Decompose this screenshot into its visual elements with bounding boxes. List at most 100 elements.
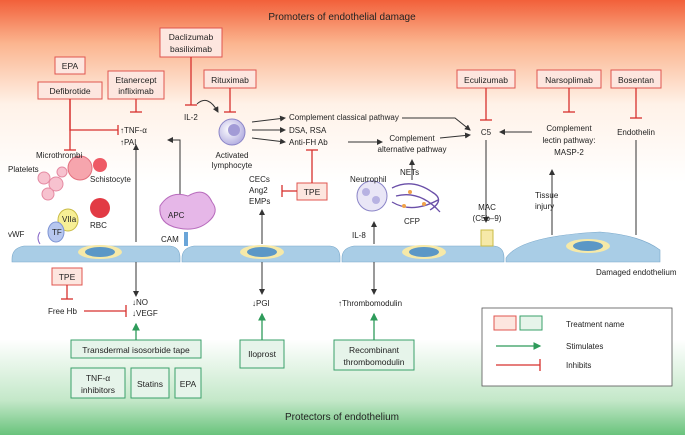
label-mac: MAC bbox=[478, 203, 496, 212]
nucleus bbox=[85, 247, 115, 257]
treatment-label-inhibitors: inhibitors bbox=[81, 385, 115, 395]
label-il2: IL-2 bbox=[184, 113, 198, 122]
legend-treatment-name: Treatment name bbox=[566, 320, 625, 329]
cfp-dots bbox=[402, 190, 426, 208]
label-injury: injury bbox=[535, 202, 554, 211]
tissue-factor bbox=[47, 221, 65, 243]
treatment-label-basiliximab: basiliximab bbox=[170, 44, 212, 54]
treatment-box-iloprost bbox=[239, 339, 285, 369]
label-schistocyte: Schistocyte bbox=[90, 175, 131, 184]
treatment-label-tpe-mid: TPE bbox=[304, 187, 321, 197]
label-endothelin: Endothelin bbox=[617, 128, 655, 137]
treatment-label-statins: Statins bbox=[137, 379, 163, 389]
bottom-treatments: Transdermal isosorbide tape TNF-α inhibi… bbox=[70, 339, 415, 399]
treatment-label-narsoplimab: Narsoplimab bbox=[545, 75, 593, 85]
illustrations bbox=[37, 118, 494, 247]
label-vegf: ↓VEGF bbox=[132, 309, 158, 318]
nucleus bbox=[573, 241, 603, 251]
arrow-lymph-classical bbox=[251, 115, 286, 123]
label-nets: NETs bbox=[400, 168, 419, 177]
treatment-label-daclizumab: Daclizumab bbox=[169, 32, 214, 42]
treatment-label-etanercept: Etanercept bbox=[115, 75, 157, 85]
treatment-box-tnf-inhibitors bbox=[70, 367, 126, 399]
label-platelets: Platelets bbox=[8, 165, 39, 174]
treatment-label-tpe-low: TPE bbox=[59, 272, 76, 282]
treatment-label-rituximab: Rituximab bbox=[211, 75, 249, 85]
legend-stimulates: Stimulates bbox=[566, 342, 603, 351]
label-cam: CAM bbox=[161, 235, 179, 244]
treatment-box-thrombomodulin bbox=[333, 339, 415, 371]
label-damaged-endothelium: Damaged endothelium bbox=[596, 268, 677, 277]
treatment-box-epa-low bbox=[174, 367, 202, 399]
treatment-box-statins bbox=[130, 367, 170, 399]
diagram-labels: ↑TNF-α ↑PAI IL-2 Activated lymphocyte Co… bbox=[8, 113, 677, 318]
label-free-hb: Free Hb bbox=[48, 307, 77, 316]
arrow-il2-loop bbox=[196, 99, 219, 113]
endothelium-layer bbox=[11, 231, 661, 263]
label-masp2: MASP-2 bbox=[554, 148, 584, 157]
arrow-alternative-c5 bbox=[439, 132, 471, 139]
factor-viia bbox=[57, 208, 79, 232]
platelet-cluster bbox=[37, 166, 68, 201]
label-classical: Complement classical pathway bbox=[289, 113, 399, 122]
label-tissue: Tissue bbox=[535, 191, 559, 200]
treatment-label-infliximab: infliximab bbox=[118, 86, 154, 96]
label-pai: ↑PAI bbox=[120, 138, 136, 147]
neutrophil bbox=[356, 180, 388, 212]
arrow-apc-tnf bbox=[167, 137, 181, 215]
arrow-classical-c5 bbox=[402, 117, 471, 131]
top-treatments: EPA Defibrotide Etanercept infliximab Da… bbox=[37, 27, 662, 286]
label-lectin-pathway: lectin pathway: bbox=[543, 136, 596, 145]
label-viia: VIIa bbox=[62, 215, 77, 224]
label-antifh: Anti-FH Ab bbox=[289, 138, 328, 147]
inhibit-lines bbox=[61, 57, 642, 317]
label-cecs: CECs bbox=[249, 175, 270, 184]
nets-fibers bbox=[391, 183, 441, 213]
legend-inhibits: Inhibits bbox=[566, 361, 591, 370]
label-thrombomodulin-up: ↑Thrombomodulin bbox=[338, 299, 402, 308]
label-c5b9: (C5b–9) bbox=[473, 214, 502, 223]
label-lymphocyte: lymphocyte bbox=[212, 161, 253, 170]
treatment-label-thrombomodulin: thrombomodulin bbox=[344, 357, 405, 367]
label-complement-alt: Complement bbox=[389, 134, 435, 143]
legend-swatch-red bbox=[493, 315, 517, 331]
treatment-label-defibrotide: Defibrotide bbox=[49, 86, 90, 96]
label-emps: EMPs bbox=[249, 197, 270, 206]
label-pgi: ↓PGI bbox=[252, 299, 270, 308]
microthrombi bbox=[67, 155, 93, 181]
neutrophil-lobe bbox=[362, 188, 370, 196]
arrow-lymph-antifh bbox=[251, 137, 286, 145]
label-complement-lectin: Complement bbox=[546, 124, 592, 133]
stimulate-arrows bbox=[132, 312, 378, 340]
label-activated: Activated bbox=[216, 151, 249, 160]
lymphocyte-nucleus bbox=[228, 124, 240, 136]
treatment-label-eculizumab: Eculizumab bbox=[464, 75, 508, 85]
label-tnf: ↑TNF-α bbox=[120, 126, 147, 135]
label-il8: IL-8 bbox=[352, 231, 366, 240]
treatment-label-recombinant: Recombinant bbox=[349, 345, 400, 355]
treatment-box-epa bbox=[54, 56, 86, 75]
rbc bbox=[90, 198, 110, 218]
treatment-label-tnf: TNF-α bbox=[86, 373, 110, 383]
nucleus bbox=[409, 247, 439, 257]
mac-complex bbox=[480, 229, 494, 247]
neutrophil-lobe bbox=[372, 196, 380, 204]
header-title: Promoters of endothelial damage bbox=[268, 12, 416, 23]
vwf-strand bbox=[37, 231, 41, 245]
treatment-label-iloprost: Iloprost bbox=[248, 349, 277, 359]
apc-cell bbox=[159, 191, 216, 230]
treatment-box-daclizumab bbox=[159, 27, 223, 58]
label-microthrombi: Microthrombi bbox=[36, 151, 82, 160]
label-tf: TF bbox=[52, 228, 62, 237]
treatment-label-isosorbide: Transdermal isosorbide tape bbox=[82, 345, 190, 355]
pathway-arrows bbox=[133, 99, 637, 297]
label-no: ↓NO bbox=[132, 298, 148, 307]
label-vwf: vWF bbox=[8, 230, 25, 239]
label-c5: C5 bbox=[481, 128, 492, 137]
label-cfp: CFP bbox=[404, 217, 420, 226]
label-neutrophil: Neutrophil bbox=[350, 175, 387, 184]
treatment-label-epa-low: EPA bbox=[180, 379, 197, 389]
treatment-label-epa: EPA bbox=[62, 61, 79, 71]
